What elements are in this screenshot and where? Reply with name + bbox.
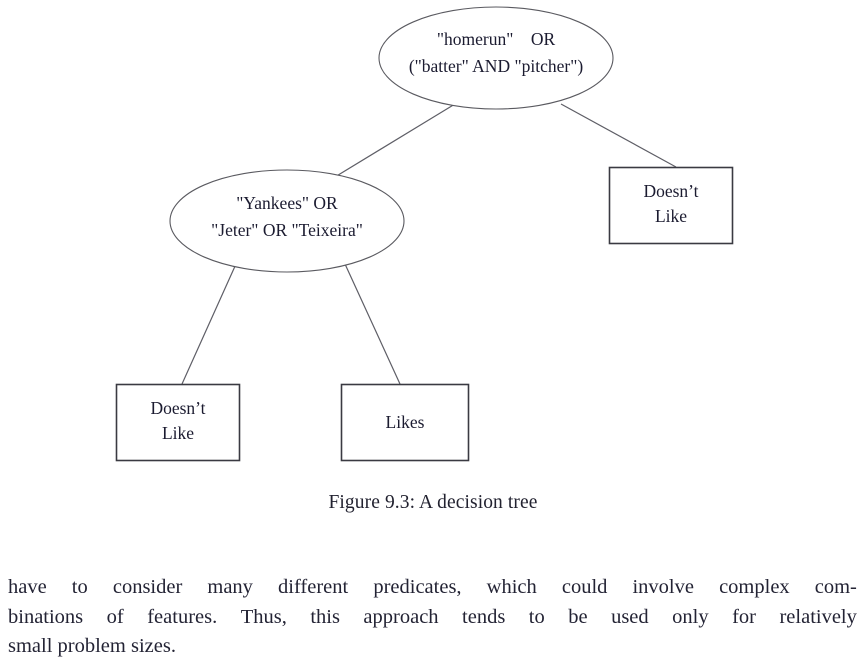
body-word: complex [719, 576, 790, 598]
body-word: tends [462, 605, 506, 628]
body-word: consider [112, 576, 183, 598]
figure-caption: Figure 9.3: A decision tree [328, 492, 538, 513]
body-line-2: binations of features. Thus, this approach ten… [8, 603, 857, 633]
body-word: have [8, 576, 47, 598]
body-word: involve [632, 576, 694, 598]
node-leaf-left-label-line1: Doesn’t [150, 398, 205, 418]
body-word: features. [147, 605, 218, 628]
body-word: to [71, 576, 88, 598]
node-leaf-middle-label-line1: Likes [386, 412, 425, 432]
decision-tree-svg: "homerun" OR ("batter" AND "pitcher") "Y… [115, 6, 734, 462]
body-word: Thus, [240, 605, 287, 628]
node-root-label-line1: "homerun" OR [437, 29, 556, 49]
body-word: only [672, 605, 709, 628]
figure-decision-tree: "homerun" OR ("batter" AND "pitcher") "Y… [115, 6, 734, 462]
body-word: be [568, 605, 588, 628]
node-leaf-left-label-line2: Like [162, 423, 194, 443]
node-leaf-right-label-line2: Like [655, 206, 687, 226]
node-branch: "Yankees" OR "Jeter" OR "Teixeira" [169, 169, 405, 273]
node-leaf-left-rect [115, 383, 241, 462]
body-word: for [732, 605, 756, 628]
node-root: "homerun" OR ("batter" AND "pitcher") [378, 6, 614, 110]
body-word: predicates, [373, 576, 462, 598]
node-leaf-left: Doesn’t Like [115, 383, 241, 462]
body-word: this [310, 605, 340, 628]
body-word: approach [363, 605, 439, 628]
edge-root-to-leaf-right [560, 103, 677, 168]
node-branch-label-line1: "Yankees" OR [236, 193, 338, 213]
edge-branch-to-leaf-middle [344, 263, 401, 385]
body-word: to [528, 605, 545, 628]
body-line-3: small problem sizes. [8, 635, 176, 657]
node-branch-ellipse [169, 169, 405, 273]
body-word: used [611, 605, 649, 628]
edge-root-to-branch [329, 103, 456, 181]
edge-branch-to-leaf-left [181, 263, 237, 385]
body-line-1: have to consider many different predicates, wh… [8, 573, 857, 603]
body-word: different [278, 576, 349, 598]
body-word: which [486, 576, 537, 598]
node-leaf-right-rect [608, 166, 734, 245]
node-leaf-middle-rect [340, 383, 470, 462]
body-word: binations [8, 605, 84, 628]
node-branch-label-line2: "Jeter" OR "Teixeira" [211, 220, 363, 240]
body-word: com- [814, 576, 857, 598]
node-root-ellipse [378, 6, 614, 110]
node-root-label-line2: ("batter" AND "pitcher") [409, 56, 584, 76]
body-word: of [106, 605, 124, 628]
body-paragraph: have to consider many different predicates, wh… [8, 573, 857, 662]
node-leaf-right: Doesn’t Like [608, 166, 734, 245]
node-leaf-middle: Likes [340, 383, 470, 462]
body-word: relatively [779, 605, 857, 628]
node-leaf-right-label-line1: Doesn’t [643, 181, 698, 201]
body-word: could [561, 576, 608, 598]
body-word: many [207, 576, 253, 598]
